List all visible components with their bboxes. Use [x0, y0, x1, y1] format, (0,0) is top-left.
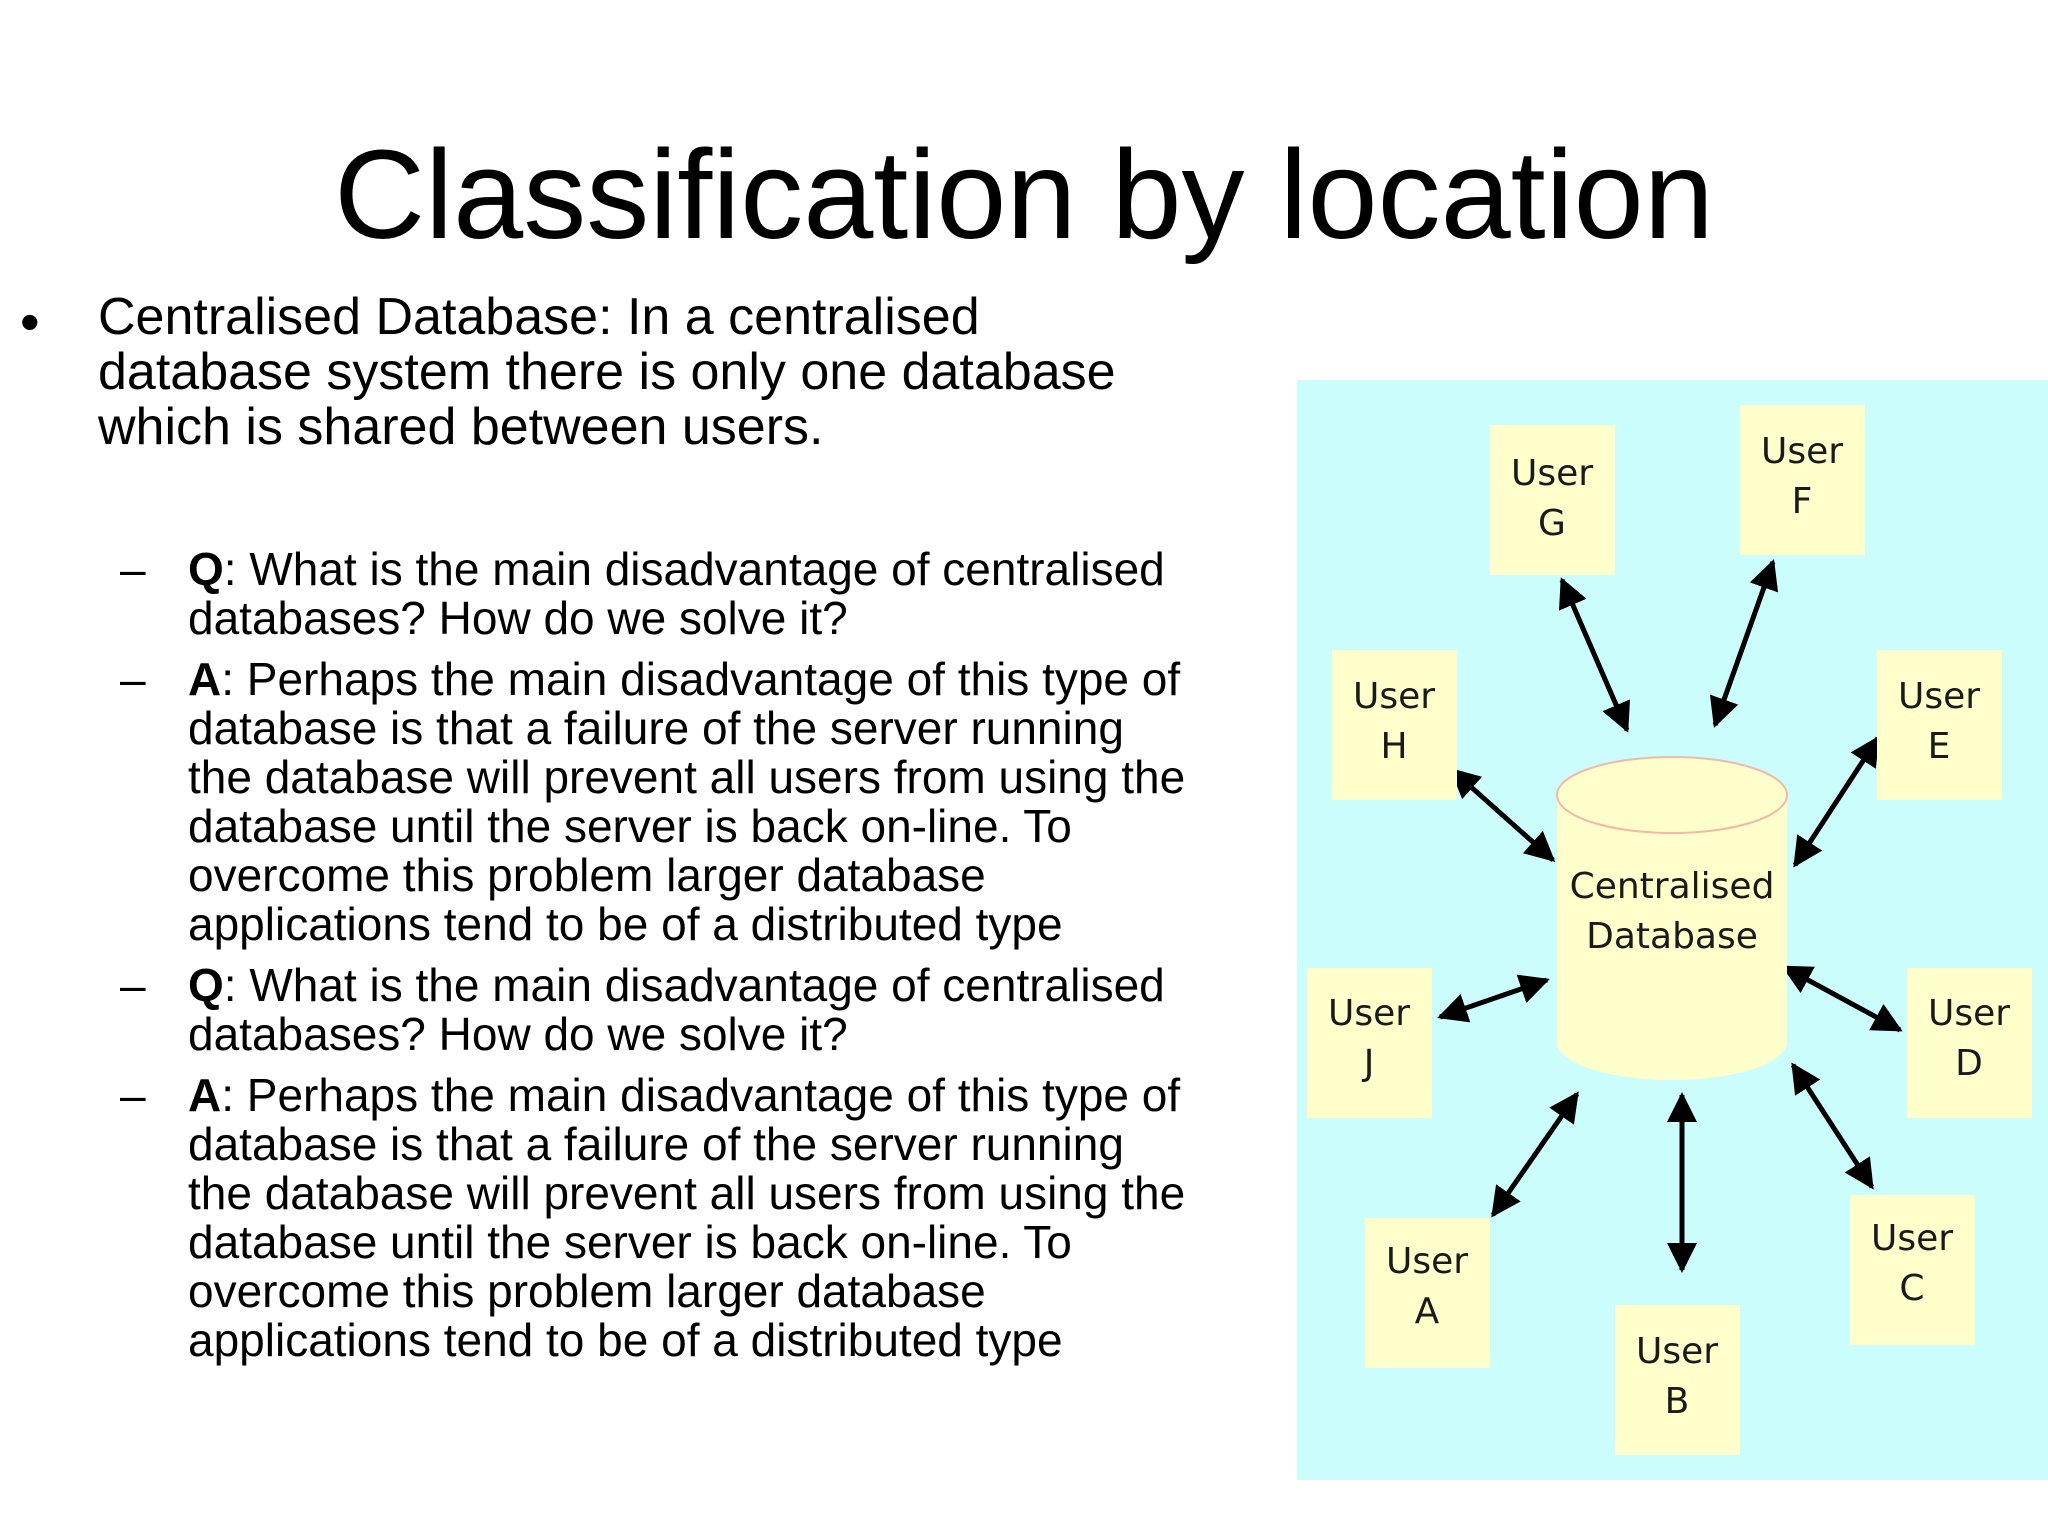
database-label-line1: Centralised [1570, 866, 1775, 907]
arrow-user-c [1790, 1062, 1875, 1190]
slide-title: Classification by location [334, 124, 1714, 265]
question-key: Q [188, 543, 224, 595]
bullet-line: database system there is only one databa… [98, 343, 1116, 401]
sub-bullet-list: – Q: What is the main disadvantage of ce… [120, 545, 1300, 1377]
question-item: – Q: What is the main disadvantage of ce… [120, 545, 1300, 643]
dash-icon: – [120, 543, 146, 595]
arrow-user-g [1558, 577, 1631, 733]
user-box-label: User [1761, 431, 1843, 472]
user-box-b: User B [1615, 1305, 1740, 1455]
database-label-line2: Database [1586, 916, 1758, 957]
user-box-e: User E [1877, 650, 2002, 800]
user-box-letter: G [1538, 503, 1566, 544]
user-box-h: User H [1332, 650, 1457, 800]
answer-text: database until the server is back on-lin… [188, 800, 1072, 852]
answer-text: applications tend to be of a distributed… [188, 898, 1063, 950]
user-box-label: User [1328, 993, 1410, 1034]
arrow-user-d [1781, 964, 1903, 1033]
answer-text: applications tend to be of a distributed… [188, 1314, 1063, 1366]
user-box-letter: B [1665, 1381, 1690, 1422]
question-text: : What is the main disadvantage of centr… [223, 543, 1165, 595]
user-box-c: User C [1850, 1195, 1975, 1345]
arrow-user-h [1449, 768, 1556, 862]
answer-text: overcome this problem larger database [188, 849, 986, 901]
answer-text: : Perhaps the main disadvantage of this … [221, 1069, 1181, 1121]
question-key: Q [188, 959, 224, 1011]
user-box-label: User [1511, 453, 1593, 494]
bullet-text: Centralised Database: In a centralised d… [98, 290, 1278, 455]
user-box-letter: J [1362, 1043, 1375, 1084]
arrows [1437, 559, 1903, 1273]
answer-key: A [188, 653, 222, 705]
user-box-f: User F [1740, 405, 1865, 555]
arrow-user-a [1490, 1091, 1580, 1218]
answer-text: the database will prevent all users from… [188, 1167, 1186, 1219]
diagram-canvas: Centralised Database User G User F User … [1307, 405, 2032, 1455]
user-box-letter: C [1899, 1268, 1924, 1309]
answer-key: A [188, 1069, 222, 1121]
user-box-g: User G [1490, 425, 1615, 575]
bullet-dot-icon: • [20, 290, 40, 353]
answer-text: database is that a failure of the server… [188, 1118, 1124, 1170]
answer-text: the database will prevent all users from… [188, 751, 1186, 803]
arrow-user-e [1792, 735, 1881, 868]
answer-text: : Perhaps the main disadvantage of this … [221, 653, 1181, 705]
bullet-line: which is shared between users. [98, 398, 824, 456]
user-box-label: User [1353, 676, 1435, 717]
cylinder-body [1557, 795, 1787, 1042]
user-box-a: User A [1365, 1218, 1490, 1368]
cylinder-bottom [1557, 1004, 1787, 1080]
answer-text: database until the server is back on-lin… [188, 1216, 1072, 1268]
user-box-letter: D [1955, 1043, 1983, 1084]
user-box-label: User [1636, 1331, 1718, 1372]
user-box-letter: H [1380, 726, 1407, 767]
user-box-label: User [1898, 676, 1980, 717]
user-box-letter: A [1415, 1291, 1440, 1332]
question-item: – Q: What is the main disadvantage of ce… [120, 961, 1300, 1059]
arrow-user-j [1437, 974, 1550, 1023]
user-box-label: User [1928, 993, 2010, 1034]
user-box-label: User [1386, 1241, 1468, 1282]
question-text: databases? How do we solve it? [188, 1008, 848, 1060]
answer-item: – A: Perhaps the main disadvantage of th… [120, 655, 1300, 949]
answer-text: database is that a failure of the server… [188, 702, 1124, 754]
question-text: databases? How do we solve it? [188, 592, 848, 644]
database-cylinder: Centralised Database [1556, 756, 1788, 1080]
bullet-line: Centralised Database: In a centralised [98, 288, 980, 346]
question-text: : What is the main disadvantage of centr… [223, 959, 1165, 1011]
dash-icon: – [120, 653, 146, 705]
answer-text: overcome this problem larger database [188, 1265, 986, 1317]
centralised-database-diagram: Centralised Database User G User F User … [1297, 380, 2048, 1480]
user-box-letter: E [1928, 726, 1951, 767]
cylinder-top [1556, 756, 1788, 834]
user-box-d: User D [1907, 968, 2032, 1118]
dash-icon: – [120, 959, 146, 1011]
user-box-j: User J [1307, 968, 1432, 1118]
answer-item: – A: Perhaps the main disadvantage of th… [120, 1071, 1300, 1365]
dash-icon: – [120, 1069, 146, 1121]
user-box-letter: F [1792, 481, 1813, 522]
user-box-label: User [1871, 1218, 1953, 1259]
arrow-user-f [1709, 559, 1779, 728]
